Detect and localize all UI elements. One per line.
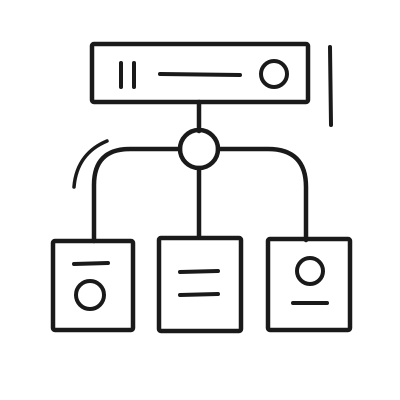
card-center-icon	[156, 235, 244, 334]
server-bar-line	[158, 72, 242, 77]
card-center-frame	[156, 235, 244, 334]
card-center-line-1	[178, 269, 220, 274]
card-left-circle-icon	[74, 279, 106, 311]
card-left-icon	[50, 238, 136, 333]
accent-stroke-left	[72, 139, 109, 189]
server-rack-icon	[89, 41, 311, 105]
card-center-line-2	[178, 292, 220, 297]
card-left-frame	[50, 238, 136, 333]
card-right-icon	[265, 236, 353, 333]
card-right-frame	[265, 236, 353, 333]
card-left-top-dash	[72, 261, 110, 266]
hub-node-icon	[177, 127, 221, 171]
card-right-circle-icon	[295, 256, 325, 286]
branch-right	[215, 146, 309, 243]
accent-stroke-right	[328, 45, 333, 127]
server-status-circle-icon	[259, 59, 289, 89]
branch-left	[91, 146, 183, 244]
